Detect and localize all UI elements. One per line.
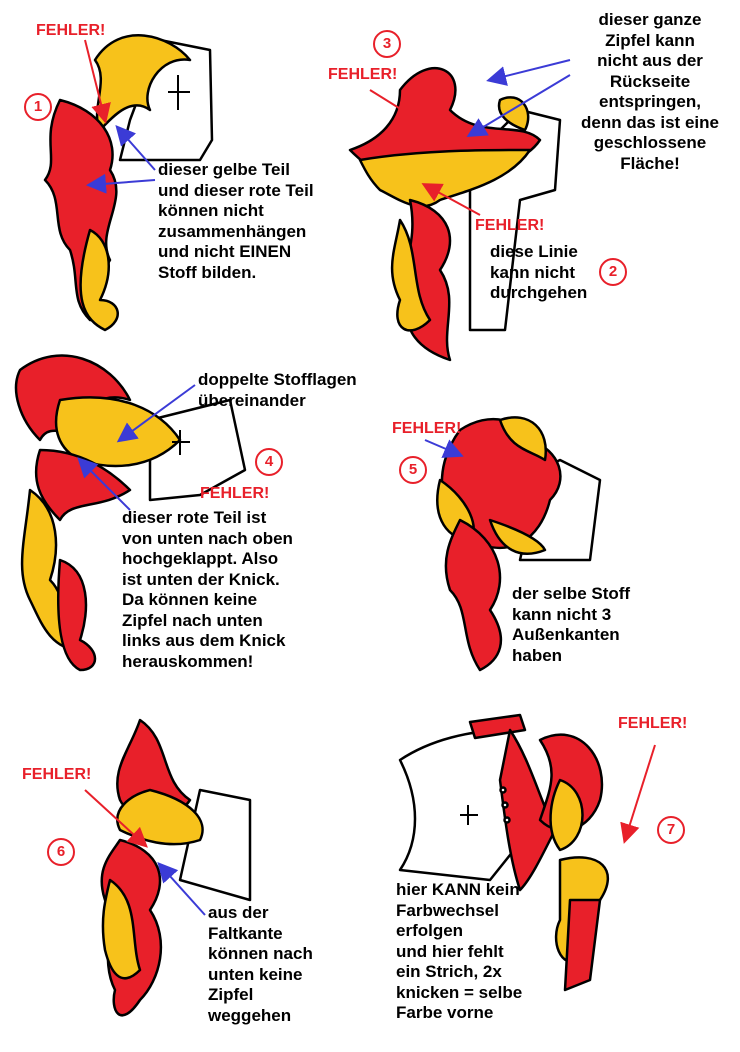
error-arrow [84, 39, 111, 124]
text-line: hier KANN kein [396, 880, 520, 899]
text-line: Stoff bilden. [158, 262, 257, 282]
text-line: doppelte Stofflagen [198, 370, 357, 389]
text-line: dieser gelbe Teil [158, 160, 290, 179]
panel-7-text: hier KANN kein Farbwechsel erfolgen und … [396, 880, 522, 1024]
panel-number-1: 1 [24, 93, 52, 121]
text-line: Außenkanten [512, 625, 620, 644]
error-label-3: FEHLER! [328, 66, 398, 83]
text-line: erfolgen [396, 921, 464, 940]
panel-4-top-text: doppelte Stofflagen übereinander [198, 370, 357, 411]
error-arrow [421, 183, 481, 216]
text-line: zusammenhängen [158, 221, 307, 241]
text-line: knicken = selbe [396, 982, 523, 1002]
text-line: Zipfel nach unten [122, 610, 263, 630]
text-line: Da können keine [122, 590, 258, 609]
text-line: haben [512, 645, 563, 665]
text-line: aus der [208, 903, 269, 922]
text-line: entspringen, [598, 92, 701, 111]
error-label-6: FEHLER! [22, 766, 92, 783]
text-line: Farbe vorne [396, 1003, 494, 1022]
error-label-5: FEHLER! [392, 420, 462, 437]
text-line: unten keine [208, 964, 303, 984]
panel-4-text: dieser rote Teil ist von unten nach oben… [122, 508, 293, 672]
pointer-arrow [486, 59, 571, 86]
panel-number-3: 3 [373, 30, 401, 58]
error-label-1: FEHLER! [36, 22, 106, 39]
pointer-arrow [157, 862, 206, 916]
text-line: der selbe Stoff [512, 584, 631, 603]
pointer-arrow [116, 384, 196, 443]
error-label-4: FEHLER! [200, 485, 270, 502]
text-line: dieser rote Teil ist [122, 508, 267, 527]
panel-1-text: dieser gelbe Teil und dieser rote Teil k… [158, 160, 314, 283]
text-line: geschlossene [593, 133, 707, 152]
pointer-arrow [466, 74, 571, 138]
pointer-arrows [77, 39, 656, 916]
text-line: dieser ganze [598, 10, 702, 29]
text-line: Fläche! [620, 153, 680, 173]
text-line: Rückseite [609, 71, 691, 91]
text-line: hochgeklappt. Also [122, 549, 279, 568]
text-line: und dieser rote Teil [158, 180, 314, 200]
text-line: und hier fehlt [396, 941, 504, 961]
text-line: nicht aus der [597, 51, 703, 70]
text-line: von unten nach oben [122, 528, 293, 548]
text-line: weggehen [208, 1005, 292, 1025]
drawing-2 [348, 67, 562, 362]
pointer-arrow [77, 457, 131, 511]
error-label-7: FEHLER! [618, 715, 688, 732]
text-line: können nicht [158, 201, 264, 220]
text-line: können nach [208, 944, 313, 963]
panel-6-text: aus der Faltkante können nach unten kein… [208, 903, 313, 1026]
pointer-arrow [424, 439, 464, 458]
text-line: links aus dem Knick [122, 631, 286, 650]
panel-number-2: 2 [599, 258, 627, 286]
panel-number-7: 7 [657, 816, 685, 844]
text-line: durchgehen [490, 283, 588, 302]
text-line: Zipfel kann [605, 30, 695, 50]
drawing-6 [100, 718, 252, 1017]
drawing-1 [43, 34, 214, 332]
text-line: Faltkante [208, 923, 283, 943]
text-line: diese Linie [490, 242, 578, 261]
drawing-5 [436, 416, 602, 672]
text-line: kann nicht [490, 262, 576, 282]
text-line: kann nicht 3 [512, 604, 612, 624]
error-arrow [84, 789, 148, 848]
pointer-arrow [115, 124, 156, 171]
text-line: und nicht EINEN [158, 242, 292, 261]
drawing-7 [398, 713, 610, 992]
error-label-2: FEHLER! [475, 217, 545, 234]
panel-3-text: dieser ganze Zipfel kann nicht aus der R… [570, 10, 730, 174]
panel-number-4: 4 [255, 448, 283, 476]
text-line: denn das ist eine [581, 112, 719, 132]
text-line: übereinander [198, 390, 306, 410]
panel-5-text: der selbe Stoff kann nicht 3 Außenkanten… [512, 584, 630, 666]
text-line: ein Strich, 2x [396, 962, 502, 981]
error-arrow [369, 89, 419, 121]
panel-number-5: 5 [399, 456, 427, 484]
panel-2-text: diese Linie kann nicht durchgehen [490, 242, 587, 304]
pointer-arrow [86, 173, 156, 194]
text-line: Farbwechsel [396, 900, 499, 920]
text-line: herauskommen! [122, 651, 254, 671]
text-line: Zipfel [208, 985, 254, 1004]
panel-number-6: 6 [47, 838, 75, 866]
error-arrow [620, 744, 656, 844]
text-line: ist unten der Knick. [122, 569, 280, 589]
